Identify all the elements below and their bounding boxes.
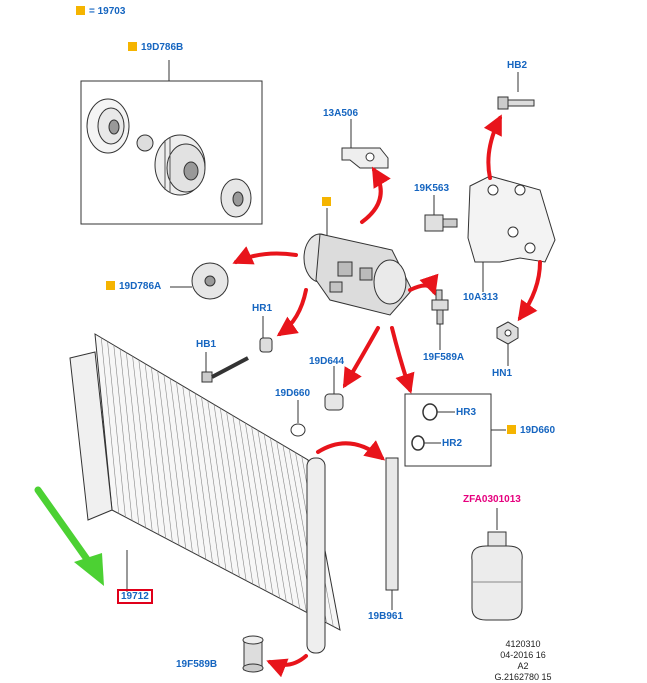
label-hb2: HB2	[507, 60, 528, 71]
callout-square-icon	[322, 197, 331, 206]
green-pointer-arrow	[34, 486, 104, 586]
condenser-fin	[257, 430, 287, 602]
part-hr1	[259, 316, 273, 353]
stamp-line-1: 4120310	[505, 639, 541, 649]
label-hr1: HR1	[252, 303, 273, 314]
oring-kit-box	[404, 393, 506, 467]
bolt-hb2	[497, 72, 535, 110]
label-zfa0301013: ZFA0301013	[463, 494, 521, 505]
bolt-hb1	[201, 352, 249, 383]
arrow-to-hr1	[276, 288, 308, 337]
stamp-line-4: G.2162780 15	[494, 672, 552, 682]
label-19f589b: 19F589B	[176, 659, 218, 670]
condenser-fin	[113, 345, 133, 521]
arrow-to-19d786a	[232, 246, 298, 265]
label-19k563: 19K563	[414, 183, 450, 194]
condenser-fin	[163, 374, 187, 549]
condenser-fin	[132, 356, 153, 532]
condenser-fin	[182, 385, 207, 560]
condenser-fin	[144, 363, 166, 539]
condenser-fin	[226, 411, 254, 585]
label-19f589a: 19F589A	[423, 352, 465, 363]
condenser-fin	[188, 389, 213, 563]
stamp-line-3: A2	[517, 661, 529, 671]
label-hb1: HB1	[196, 339, 217, 350]
condenser-fin	[219, 408, 247, 581]
label-19d786a: 19D786A	[106, 281, 161, 293]
callout-square-icon	[76, 6, 85, 15]
condenser-fin	[213, 404, 240, 578]
coil-19d786a	[170, 262, 229, 300]
label-19b961: 19B961	[368, 611, 404, 622]
condenser-fin	[100, 337, 120, 514]
valve-19k563	[424, 195, 458, 232]
condenser-fin	[194, 393, 220, 567]
condenser-fin	[157, 371, 180, 546]
highlighted-part-number: 19712	[117, 589, 153, 604]
condenser-fin	[270, 437, 301, 609]
ac-compressor	[303, 208, 413, 316]
label-13a506: 13A506	[323, 108, 359, 119]
condenser-fin	[151, 367, 173, 542]
condenser-fin	[232, 415, 260, 588]
valve-19f589b	[242, 635, 264, 673]
condenser-fin	[238, 419, 267, 592]
condenser-19712	[69, 333, 341, 654]
ring-19d660	[290, 400, 306, 437]
legend: = 19703	[76, 6, 125, 18]
legend-text: = 19703	[89, 6, 126, 17]
bracket-19b961	[385, 457, 399, 610]
condenser-fin	[201, 396, 227, 571]
arrow-to-13a506	[360, 166, 391, 224]
condenser-fin	[107, 341, 126, 518]
label-19d644: 19D644	[309, 356, 345, 367]
label-19d660-kit: 19D660	[507, 425, 555, 437]
condenser-fin	[138, 359, 160, 535]
nut-hn1	[496, 321, 519, 366]
callout-square-icon	[106, 281, 115, 290]
stamp-line-2: 04-2016 16	[500, 650, 546, 660]
condenser-fin	[263, 434, 294, 606]
bracket-13a506	[341, 119, 389, 169]
arrow-to-19b961	[316, 440, 386, 461]
condenser-fin	[126, 352, 146, 528]
arrow-to-19f589a	[408, 273, 439, 296]
drawing-stamp: 4120310 04-2016 16 A2 G.2162780 15	[478, 639, 568, 683]
bracket-10a313	[467, 175, 556, 292]
label-10a313: 10A313	[463, 292, 499, 303]
condenser-fin	[119, 348, 140, 525]
label-19d660-small: 19D660	[275, 388, 311, 399]
label-hr3: HR3	[456, 407, 477, 418]
label-19712: 19712	[117, 589, 153, 604]
label-hn1: HN1	[492, 368, 513, 379]
arrow-to-hn1	[517, 260, 542, 322]
callout-square-icon	[128, 42, 137, 51]
arrow-to-hb2	[483, 114, 502, 180]
label-19d786b: 19D786B	[128, 42, 183, 54]
condenser-fin	[176, 382, 200, 556]
clutch-kit-box	[80, 60, 263, 225]
arrow-to-oring-kit	[390, 326, 415, 394]
drier-19d644	[324, 366, 344, 411]
arrow-to-19f589b	[266, 654, 308, 678]
callout-square-icon	[507, 425, 516, 434]
condenser-fin	[251, 426, 280, 599]
arrow-to-19d644	[342, 326, 380, 389]
condenser-fin	[207, 400, 234, 574]
refrigerant-tank	[471, 508, 523, 621]
valve-19f589a	[431, 289, 449, 350]
condenser-fin	[169, 378, 193, 553]
condenser-fin	[276, 441, 307, 613]
condenser-fin	[245, 422, 274, 595]
label-hr2: HR2	[442, 438, 463, 449]
